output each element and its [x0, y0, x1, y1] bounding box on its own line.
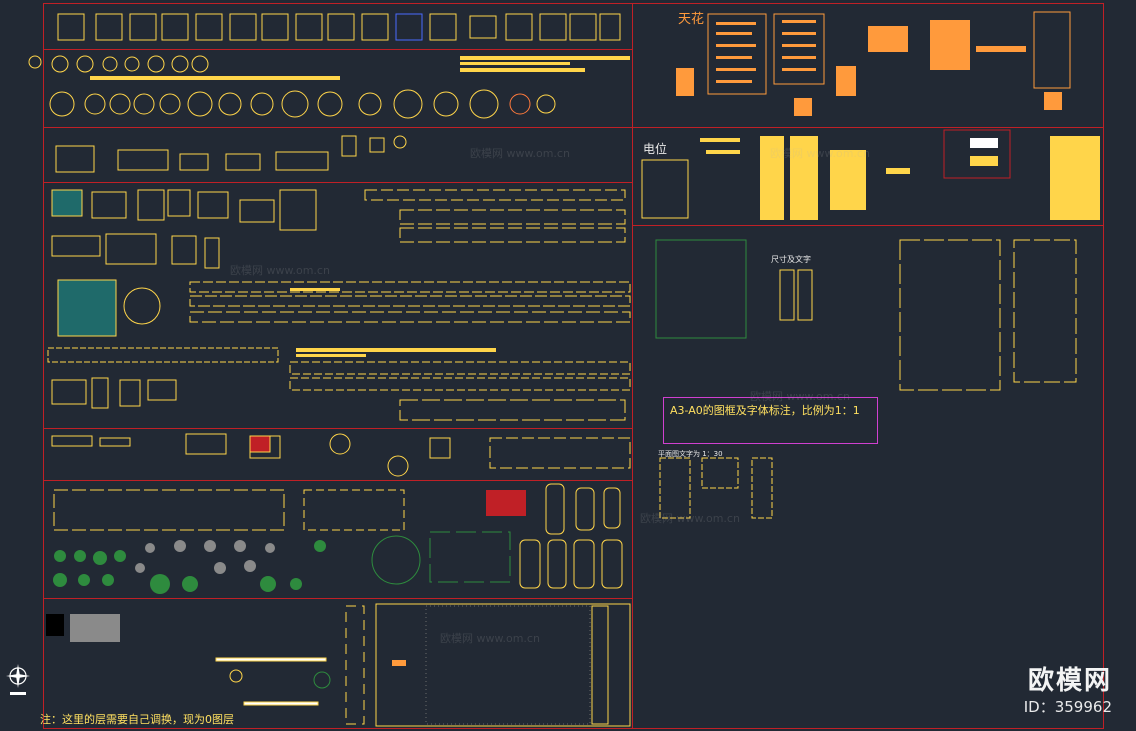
size-text-blocks [655, 239, 1077, 519]
bath-blocks [53, 483, 623, 589]
stair-elevation-blocks [215, 603, 631, 727]
layer-note: 注：这里的层需要自己调换，现为0图层 [40, 713, 234, 726]
divider-right-2 [632, 225, 1104, 226]
red-blocks [486, 490, 526, 516]
divider-row-1 [43, 49, 633, 50]
garden-blocks [429, 531, 511, 583]
right-annotation-frame [632, 3, 1104, 729]
brand-id: ID：359962 [1023, 698, 1112, 716]
divider-right-1 [632, 127, 1104, 128]
ceiling-legend-blocks [676, 11, 1071, 116]
size-text-label: 尺寸及文字 [771, 255, 811, 264]
watermark: 欧模网 www.om.cn [470, 147, 570, 160]
divider-row-5 [43, 480, 633, 481]
plan-text-label: 平面图文字为 1：30 [658, 450, 723, 458]
watermark: 欧模网 www.om.cn [230, 264, 330, 277]
divider-row-6 [43, 598, 633, 599]
divider-row-3 [43, 182, 633, 183]
round-table-blocks [28, 55, 556, 119]
ceiling-label: 天花 [678, 12, 705, 27]
electrical-legend-blocks [641, 129, 1100, 220]
grey-plant-blocks [70, 540, 275, 642]
divider-row-2 [43, 127, 633, 128]
brand-logo-text: 欧模网 [1027, 666, 1112, 696]
ucs-compass-icon [6, 664, 30, 695]
plant-blocks [53, 535, 421, 594]
title-block-note-box: A3-A0的图框及字体标注，比例为1：1 [663, 397, 878, 444]
electrical-label: 电位 [643, 142, 668, 156]
divider-row-4 [43, 428, 633, 429]
watermark: 欧模网 www.om.cn [750, 390, 850, 403]
appliance-row [51, 433, 631, 477]
dining-table-blocks [55, 135, 407, 173]
watermark: 欧模网 www.om.cn [440, 632, 540, 645]
watermark: 欧模网 www.om.cn [640, 512, 740, 525]
bed-blocks-row [57, 13, 621, 41]
sofa-furniture-blocks [51, 189, 317, 409]
yellow-text-bars [90, 56, 630, 357]
watermark: 欧模网 www.om.cn [770, 147, 870, 160]
black-block [46, 614, 64, 636]
small-furniture-grid [47, 189, 631, 421]
title-block-note-text: A3-A0的图框及字体标注，比例为1：1 [670, 404, 860, 417]
